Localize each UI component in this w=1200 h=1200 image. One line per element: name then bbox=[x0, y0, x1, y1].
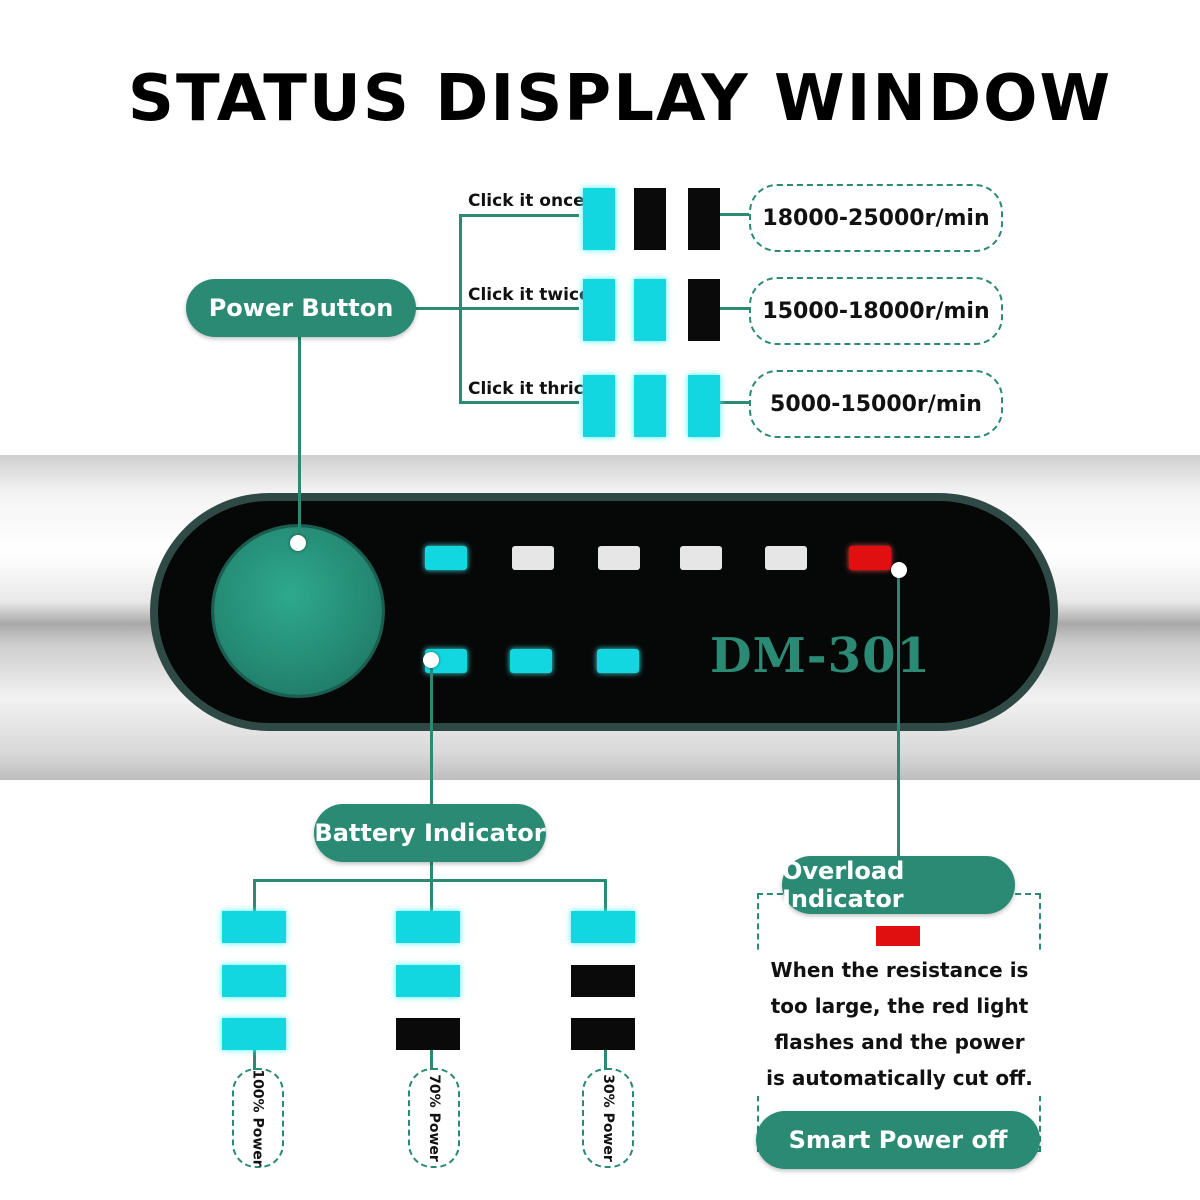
speed-connector-3 bbox=[720, 401, 750, 404]
battery-level-text-100: 100% Power bbox=[250, 1069, 266, 1167]
battery-stem bbox=[430, 862, 433, 881]
status-led-2 bbox=[512, 546, 554, 570]
battery-pointer-dot bbox=[423, 652, 439, 668]
mode-once-led-1 bbox=[583, 188, 615, 250]
battery-level-label-100: 100% Power bbox=[232, 1068, 284, 1168]
overload-description-line-3: flashes and the power bbox=[774, 1030, 1025, 1054]
overload-description: When the resistance is too large, the re… bbox=[757, 952, 1042, 1096]
status-led-1 bbox=[425, 546, 467, 570]
mode-label-thrice: Click it thrice bbox=[468, 379, 596, 399]
battery-label-stem-3 bbox=[604, 1050, 607, 1070]
mode-label-twice: Click it twice bbox=[468, 285, 591, 305]
smart-power-off-label: Smart Power off bbox=[756, 1111, 1040, 1169]
status-led-3 bbox=[598, 546, 640, 570]
battery-100-bar-1 bbox=[222, 911, 286, 943]
overload-led bbox=[849, 546, 891, 570]
mode-branch-1 bbox=[459, 214, 579, 217]
speed-range-once: 18000-25000r/min bbox=[749, 184, 1003, 252]
overload-connector-vertical bbox=[897, 570, 900, 857]
speed-connector-2 bbox=[720, 307, 750, 310]
overload-pointer-dot bbox=[891, 562, 907, 578]
overload-description-line-4: is automatically cut off. bbox=[766, 1066, 1033, 1090]
mode-thrice-led-3 bbox=[688, 375, 720, 437]
page-title: STATUS DISPLAY WINDOW bbox=[127, 62, 1113, 136]
overload-red-light bbox=[876, 926, 920, 946]
power-button-label: Power Button bbox=[186, 279, 416, 337]
battery-70-bar-1 bbox=[396, 911, 460, 943]
speed-connector-1 bbox=[720, 213, 750, 216]
mode-label-once: Click it once bbox=[468, 191, 585, 211]
battery-led-2 bbox=[510, 649, 552, 673]
battery-level-label-30: 30% Power bbox=[582, 1068, 634, 1168]
mode-branch-2 bbox=[459, 307, 579, 310]
power-button[interactable] bbox=[214, 527, 382, 695]
mode-branch-3 bbox=[459, 401, 579, 404]
battery-30-bar-3 bbox=[571, 1018, 635, 1050]
mode-twice-led-2 bbox=[634, 279, 666, 341]
model-label: DM-301 bbox=[710, 628, 931, 684]
overload-description-line-1: When the resistance is bbox=[770, 958, 1029, 982]
overload-description-line-2: too large, the red light bbox=[770, 994, 1029, 1018]
battery-level-text-30: 30% Power bbox=[600, 1074, 617, 1162]
mode-thrice-led-1 bbox=[583, 375, 615, 437]
mode-twice-led-1 bbox=[583, 279, 615, 341]
battery-70-bar-2 bbox=[396, 965, 460, 997]
battery-branch-2 bbox=[430, 879, 433, 911]
battery-label-stem-2 bbox=[430, 1050, 433, 1070]
battery-led-3 bbox=[597, 649, 639, 673]
mode-once-led-2 bbox=[634, 188, 666, 250]
battery-level-label-70: 70% Power bbox=[408, 1068, 460, 1168]
battery-30-bar-2 bbox=[571, 965, 635, 997]
power-pointer-dot bbox=[290, 535, 306, 551]
battery-30-bar-1 bbox=[571, 911, 635, 943]
battery-level-text-70: 70% Power bbox=[426, 1074, 443, 1162]
speed-range-thrice: 5000-15000r/min bbox=[749, 370, 1003, 438]
battery-branch-3 bbox=[604, 879, 607, 911]
battery-100-bar-2 bbox=[222, 965, 286, 997]
power-connector-vertical bbox=[298, 336, 301, 544]
status-led-4 bbox=[680, 546, 722, 570]
battery-label-stem-1 bbox=[253, 1050, 256, 1070]
battery-100-bar-3 bbox=[222, 1018, 286, 1050]
mode-once-led-3 bbox=[688, 188, 720, 250]
status-led-5 bbox=[765, 546, 807, 570]
mode-thrice-led-2 bbox=[634, 375, 666, 437]
power-connector-horizontal bbox=[412, 307, 460, 310]
battery-indicator-label: Battery Indicator bbox=[314, 804, 546, 862]
overload-indicator-label: Overload Indicator bbox=[782, 856, 1015, 914]
battery-70-bar-3 bbox=[396, 1018, 460, 1050]
speed-range-twice: 15000-18000r/min bbox=[749, 277, 1003, 345]
mode-twice-led-3 bbox=[688, 279, 720, 341]
battery-connector-vertical bbox=[430, 660, 433, 808]
battery-branch-1 bbox=[253, 879, 256, 911]
